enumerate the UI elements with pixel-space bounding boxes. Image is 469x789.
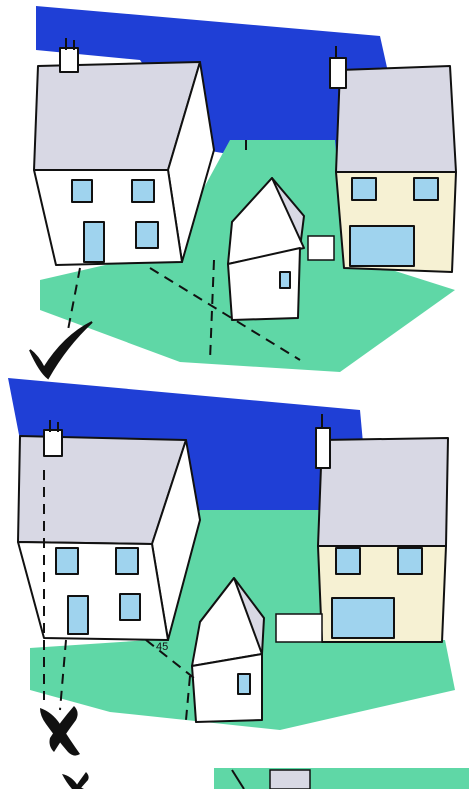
window-icon — [136, 222, 158, 248]
angle-label: 45 — [156, 641, 168, 653]
window-icon — [72, 180, 92, 202]
window-icon — [398, 548, 422, 574]
door-icon — [68, 596, 88, 634]
panel-acceptable — [30, 6, 456, 378]
window-icon — [120, 594, 140, 620]
patio-door-icon — [350, 226, 414, 266]
right-house-roof — [336, 66, 456, 172]
window-icon — [336, 548, 360, 574]
window-icon — [238, 674, 250, 694]
right-house-chimney — [330, 58, 346, 88]
panel-unacceptable: 45 — [8, 378, 455, 756]
right-house-roof — [318, 438, 448, 546]
window-icon — [414, 178, 438, 200]
left-house-bottom — [18, 420, 200, 640]
left-house-front — [34, 170, 182, 265]
gate-top — [308, 236, 334, 260]
window-icon — [116, 548, 138, 574]
gate-bottom — [276, 614, 322, 642]
extension-wall — [192, 654, 262, 722]
cross-mark-icon — [40, 706, 80, 756]
left-house-chimney — [60, 48, 78, 72]
patio-door-icon — [332, 598, 394, 638]
right-house-chimney — [316, 428, 330, 468]
window-icon — [132, 180, 154, 202]
left-house-front — [18, 542, 168, 640]
cropped-next-panel — [62, 768, 469, 789]
right-house-top — [330, 46, 456, 272]
window-icon — [352, 178, 376, 200]
check-mark-icon — [30, 322, 92, 378]
window-icon — [280, 272, 290, 288]
right-house-bottom — [316, 414, 448, 642]
left-house-chimney — [44, 430, 62, 456]
door-icon — [84, 222, 104, 262]
window-icon — [56, 548, 78, 574]
left-house-top — [34, 38, 214, 265]
